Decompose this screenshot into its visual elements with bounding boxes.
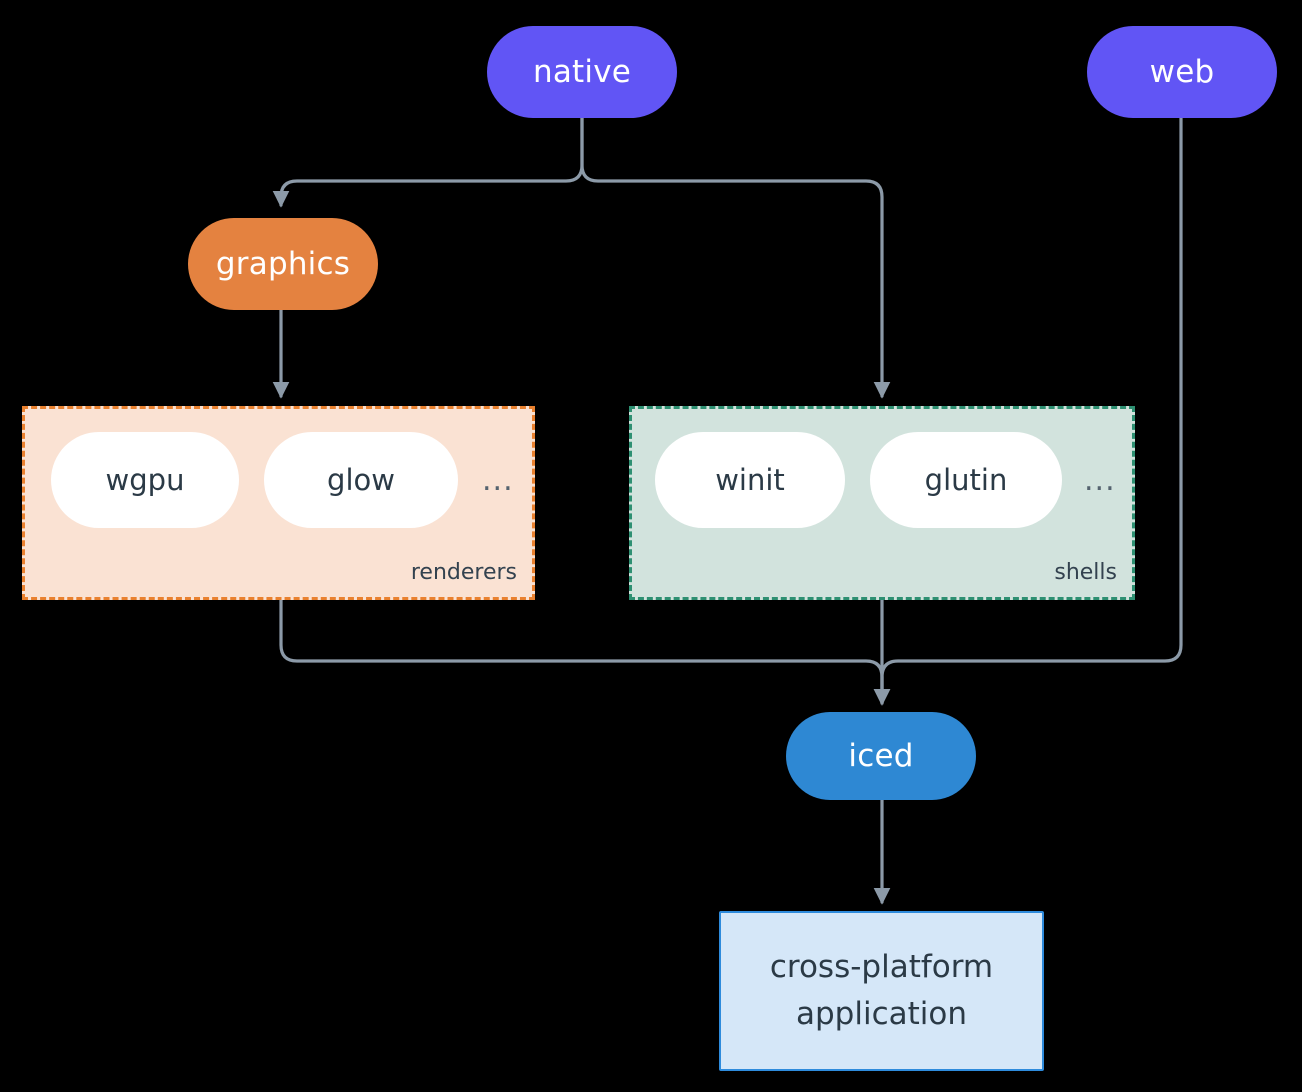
edge-renderers-iced — [279, 598, 891, 706]
chip-winit[interactable]: winit — [655, 432, 845, 528]
chip-glutin[interactable]: glutin — [870, 432, 1062, 528]
chip-glutin-label: glutin — [924, 462, 1008, 497]
node-iced-label: iced — [848, 737, 914, 774]
edge-native-bus — [272, 116, 584, 208]
node-application[interactable]: cross-platform application — [719, 911, 1044, 1071]
chip-wgpu-label: wgpu — [105, 462, 185, 497]
node-iced[interactable]: iced — [786, 712, 976, 800]
node-web[interactable]: web — [1087, 26, 1277, 118]
group-shells: winit glutin ... shells — [629, 406, 1135, 600]
node-application-line-1: cross-platform — [769, 949, 994, 986]
node-graphics-label: graphics — [215, 245, 351, 282]
renderers-overflow-ellipsis: ... — [482, 463, 514, 498]
node-native[interactable]: native — [487, 26, 677, 118]
chip-glow-label: glow — [327, 462, 395, 497]
shells-overflow-ellipsis: ... — [1084, 463, 1116, 498]
chip-wgpu[interactable]: wgpu — [51, 432, 239, 528]
node-application-line-2: application — [796, 996, 967, 1032]
edge-native-shells — [580, 116, 891, 399]
group-renderers: wgpu glow ... renderers — [22, 406, 535, 600]
node-web-label: web — [1149, 53, 1215, 90]
chip-winit-label: winit — [715, 462, 785, 497]
chip-glow[interactable]: glow — [264, 432, 458, 528]
group-renderers-caption: renderers — [410, 560, 517, 585]
node-native-label: native — [532, 53, 632, 90]
node-graphics[interactable]: graphics — [188, 218, 378, 310]
group-shells-caption: shells — [1054, 560, 1117, 585]
